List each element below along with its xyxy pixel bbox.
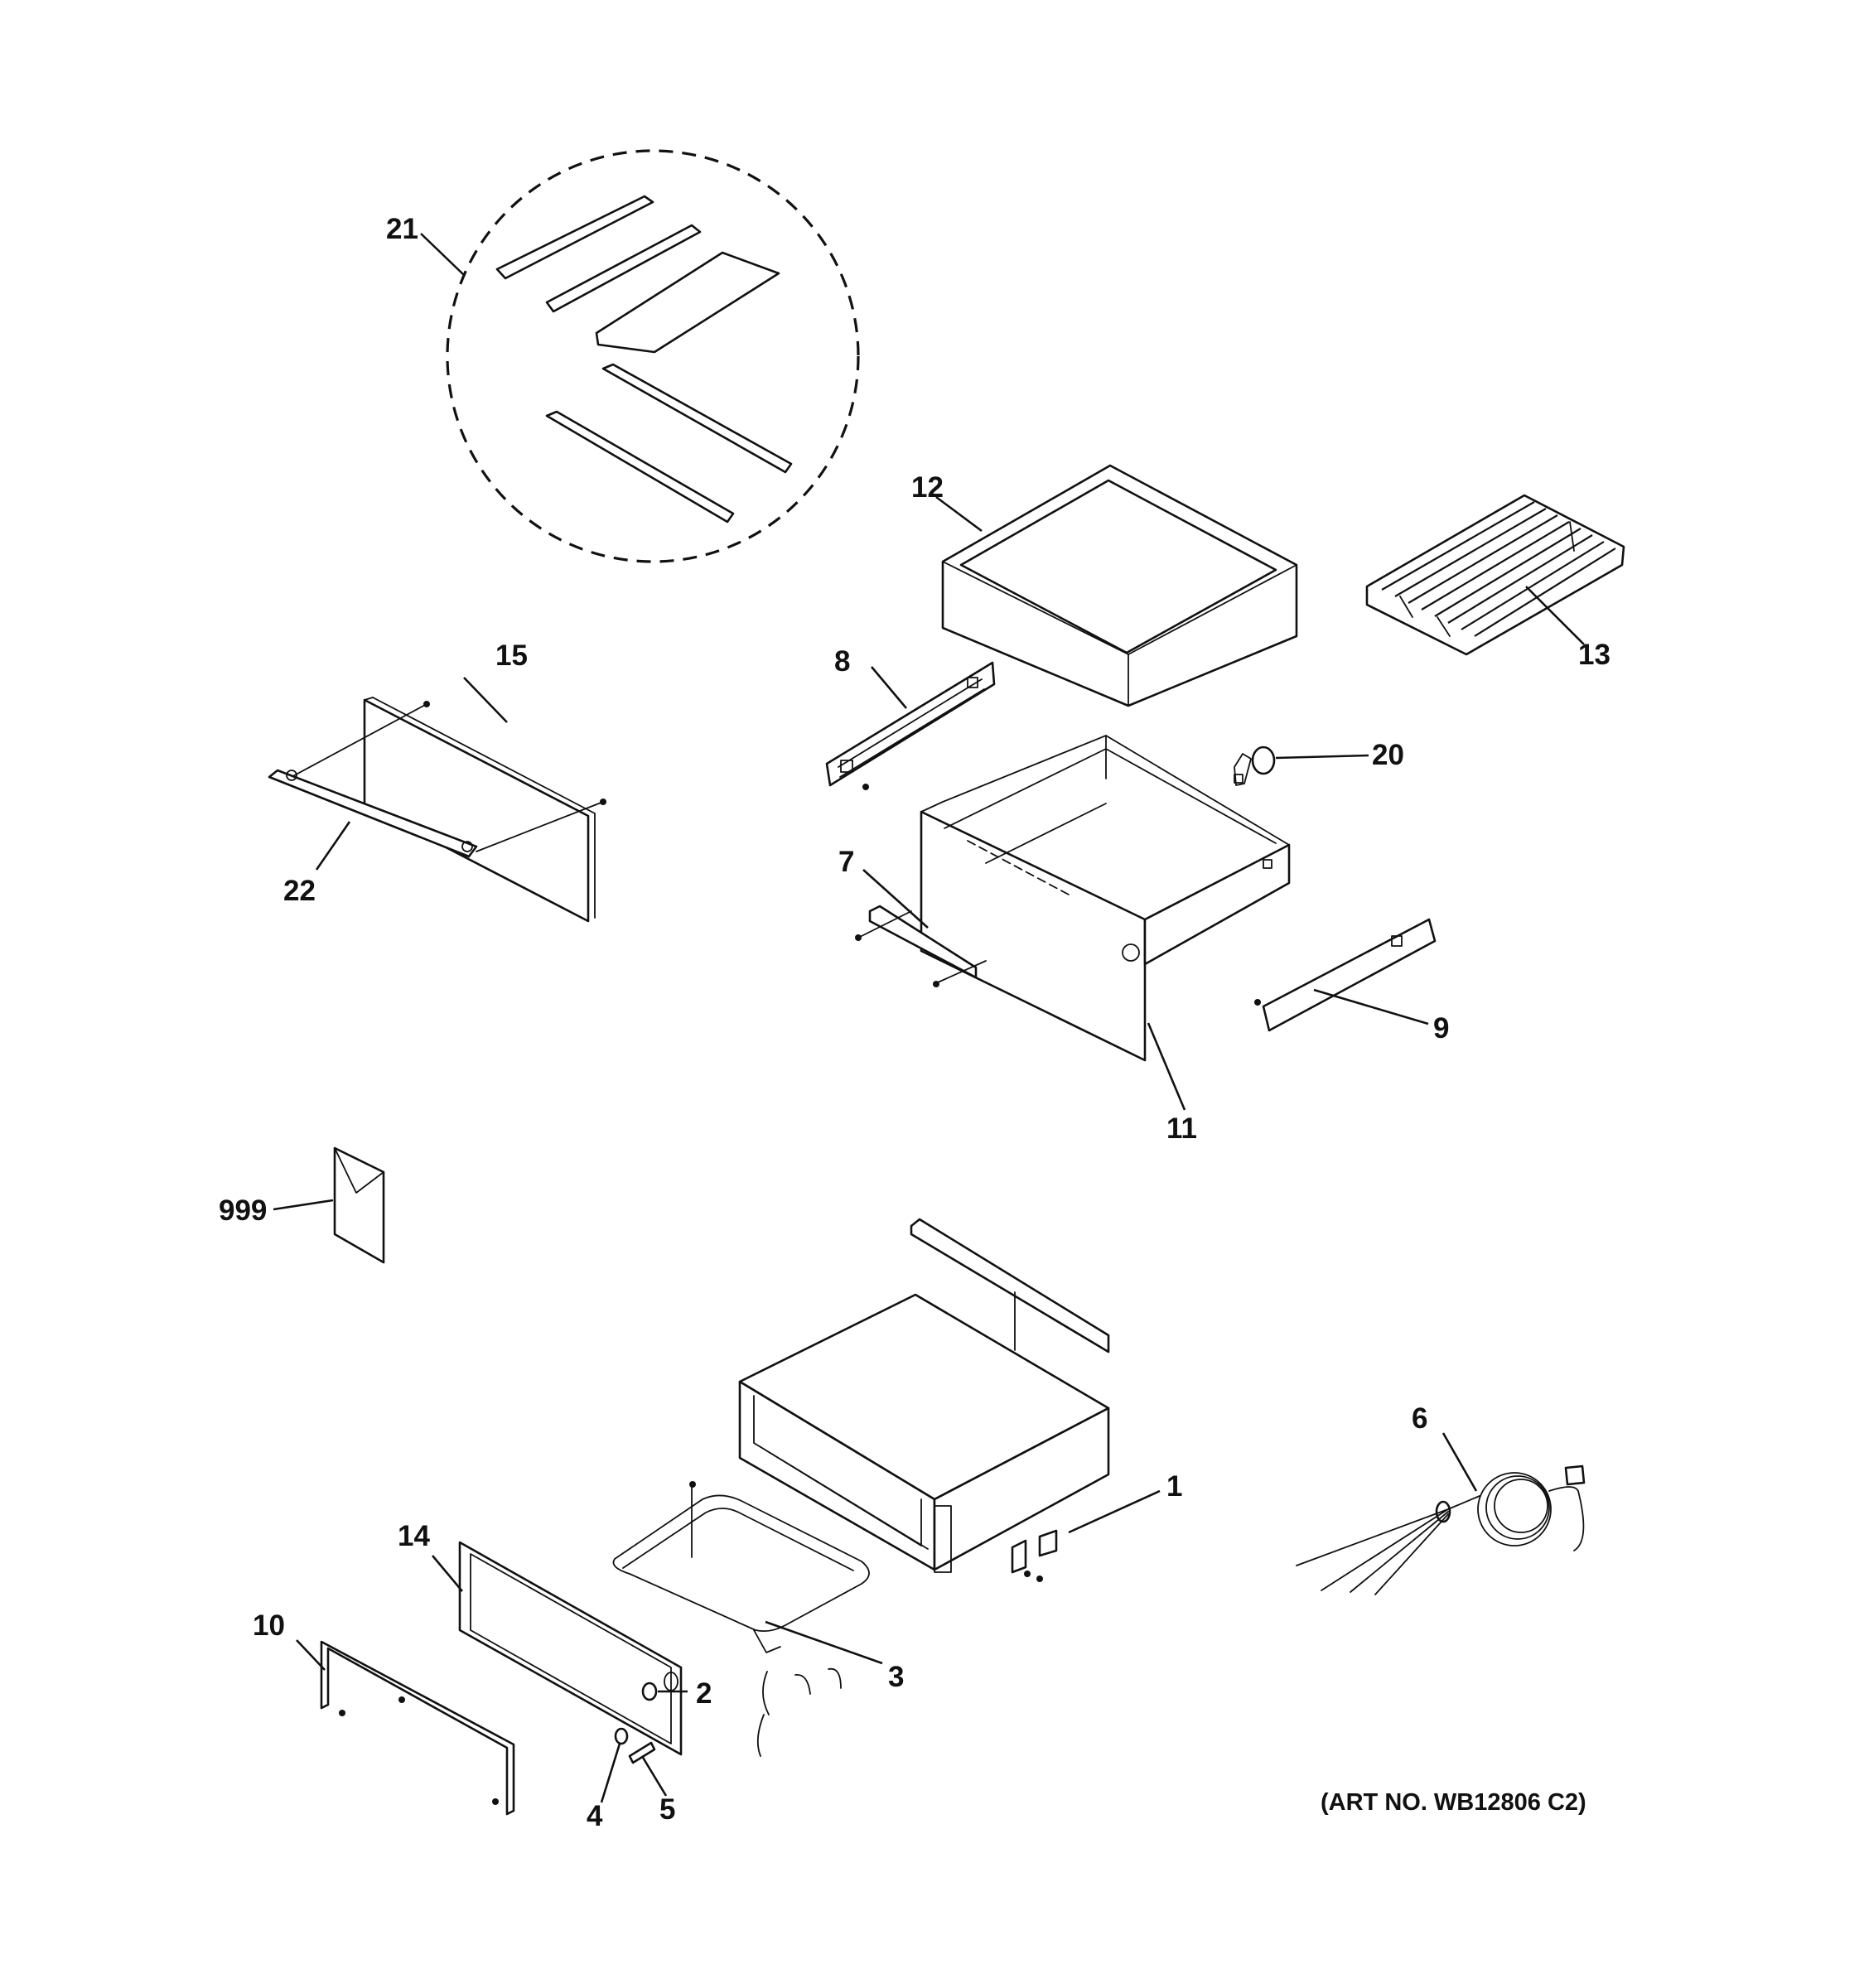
drawer-front-wall: [920, 810, 1147, 1062]
front-panel: [363, 698, 590, 923]
part-1-switch: [1011, 1489, 1161, 1582]
part-8-slide: [825, 661, 996, 790]
part-10-trim: [296, 1639, 515, 1816]
callout-8: 8: [834, 645, 850, 678]
callout-4: 4: [587, 1800, 603, 1832]
part-12-drawer-pan: [935, 464, 1298, 707]
lamp-4: [614, 1727, 629, 1745]
callout-10: 10: [253, 1609, 285, 1642]
drawer-side: [1143, 843, 1291, 966]
callout-3: 3: [888, 1661, 904, 1693]
trim-10: [320, 1640, 515, 1816]
callout-9: 9: [1433, 1012, 1449, 1045]
part-21-slide-kit: [420, 149, 860, 563]
callout-5: 5: [659, 1793, 675, 1826]
callout-22: 22: [283, 875, 316, 907]
part-7-bracket: [855, 869, 987, 987]
callout-labels: 21 12 13 15 8 20 22 7 9 11 999 6 1 14 10…: [219, 213, 1610, 1832]
slide-9-body: [1262, 918, 1437, 1032]
pan-inner: [959, 479, 1277, 654]
housing-cabinet: [738, 1218, 1110, 1573]
part-3-heating-element: [612, 1481, 883, 1665]
rack-frame: [1365, 494, 1625, 656]
part-13-wire-rack: [1365, 494, 1625, 656]
element-coil: [612, 1494, 870, 1633]
kit-dashed-circle: [446, 149, 860, 563]
callout-11: 11: [1166, 1112, 1197, 1145]
handle-bar: [268, 769, 478, 858]
callout-2: 2: [696, 1677, 712, 1710]
bracket-7: [868, 905, 978, 979]
wire-harness: [756, 1667, 842, 1757]
callout-14: 14: [398, 1520, 430, 1552]
kit-shelf-panel: [595, 251, 780, 354]
part-4-lamp: [600, 1727, 629, 1803]
part-9-slide: [1254, 918, 1437, 1032]
kit-rail-1: [495, 195, 654, 280]
slide-8-body: [825, 661, 996, 787]
callout-13: 13: [1578, 639, 1610, 671]
part-15-front-panel: [287, 677, 606, 923]
callout-21: 21: [386, 213, 418, 245]
part-5-wire: [628, 1741, 668, 1797]
part-2-knob: [641, 1682, 688, 1701]
drawer-rim: [920, 735, 1290, 846]
top-strip: [910, 1218, 1110, 1353]
part-22-handle: [268, 769, 478, 871]
callout-12: 12: [911, 471, 944, 504]
inner-panel-14: [458, 1541, 683, 1756]
part-999-literature: [273, 1146, 385, 1264]
literature-999: [333, 1146, 385, 1264]
callout-6: 6: [1412, 1402, 1427, 1435]
callout-7: 7: [838, 846, 854, 878]
callout-15: 15: [495, 639, 528, 672]
callout-1: 1: [1166, 1470, 1182, 1503]
kit-rail-2: [545, 224, 702, 313]
callout-999: 999: [219, 1194, 267, 1227]
part-11-drawer-body: [920, 735, 1291, 1111]
kit-rail-4: [545, 410, 735, 524]
part-20-knob: [1234, 746, 1369, 786]
part-6-power-cord: [1296, 1432, 1586, 1595]
kit-rail-3: [601, 363, 793, 474]
art-number: (ART NO. WB12806 C2): [1321, 1789, 1586, 1816]
wire-5: [628, 1741, 656, 1764]
knob-20: [1251, 746, 1276, 775]
rack-wires: [1381, 501, 1616, 637]
knob-2: [641, 1682, 658, 1701]
part-14-inner-panel: [432, 1541, 683, 1756]
switch-1: [1011, 1539, 1027, 1574]
callout-20: 20: [1372, 739, 1404, 771]
